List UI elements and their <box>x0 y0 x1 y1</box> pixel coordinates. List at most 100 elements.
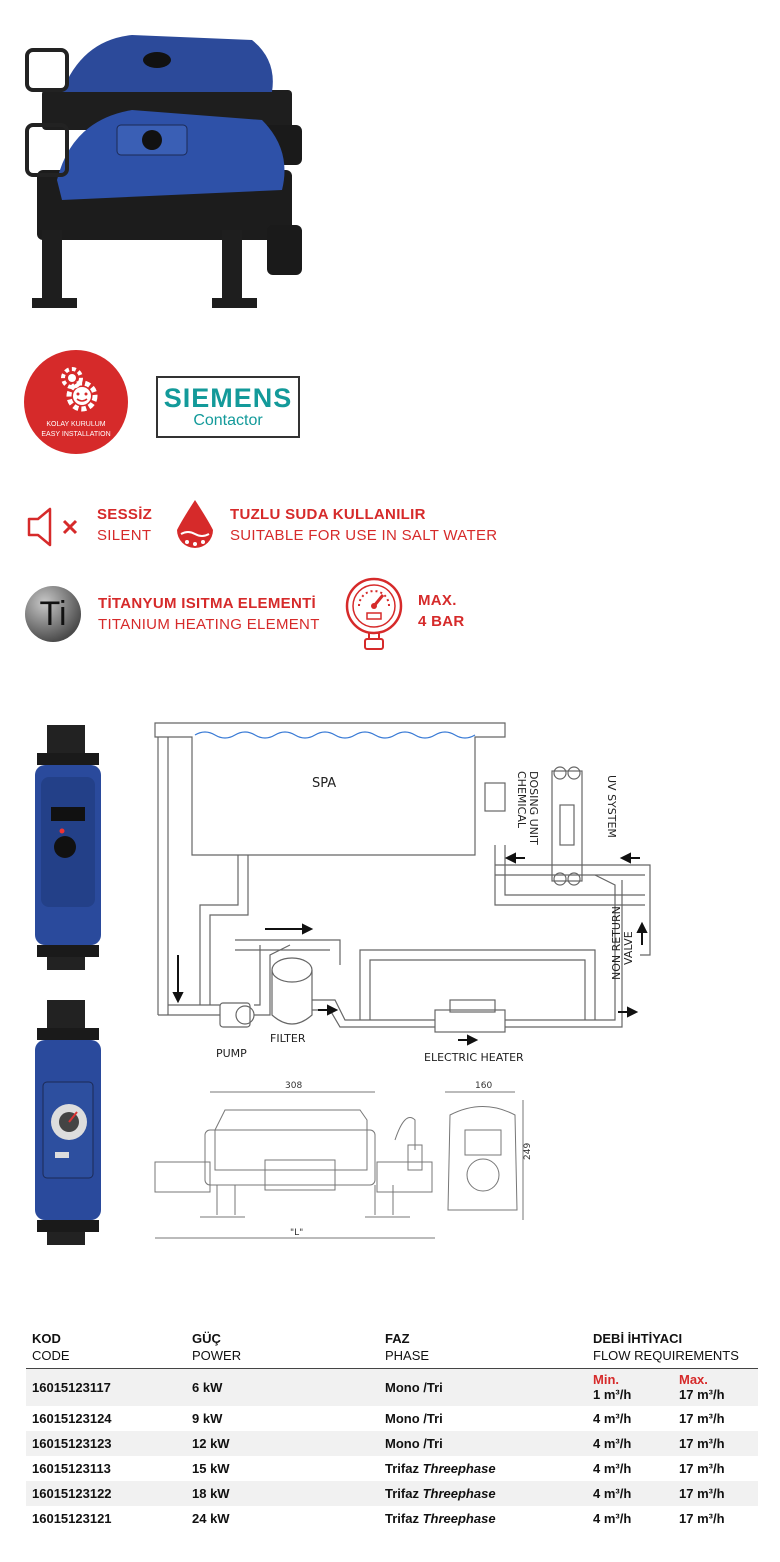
spec-table: KOD CODE GÜÇ POWER FAZ PHASE DEBİ İHTİYACI F… <box>26 1328 758 1531</box>
col-header-phase-tr: FAZ <box>385 1331 410 1346</box>
titanium-icon: Ti <box>25 586 81 642</box>
cell-phase-tr: Mono /Tri <box>385 1436 443 1451</box>
feature-salt-water: TUZLU SUDA KULLANILIR SUITABLE FOR USE I… <box>230 504 497 546</box>
cell-phase-en: Threephase <box>422 1461 496 1476</box>
cell-flow-max: 17 m³/h <box>673 1406 758 1431</box>
badge-line-2: EASY INSTALLATION <box>41 431 111 438</box>
cell-phase-tr: Mono /Tri <box>385 1380 443 1395</box>
col-header-power-tr: GÜÇ <box>192 1331 221 1346</box>
feature-salt-sub: SUITABLE FOR USE IN SALT WATER <box>230 527 498 544</box>
nonreturn-label-1: NON RETURN <box>610 906 623 980</box>
cell-phase-tr: Mono /Tri <box>385 1411 443 1426</box>
col-header-phase: FAZ PHASE <box>379 1328 587 1369</box>
cell-flow-max: 17 m³/h <box>673 1481 758 1506</box>
flow-max-value: 17 m³/h <box>679 1460 725 1476</box>
dim-height: 249 <box>523 1143 533 1160</box>
dim-width: 308 <box>285 1081 302 1091</box>
salt-water-drop-icon <box>177 500 213 548</box>
flow-max-value: 17 m³/h <box>679 1485 725 1501</box>
cell-phase: Mono /Tri <box>379 1406 587 1431</box>
cell-flow-min: Min.1 m³/h <box>587 1368 673 1406</box>
feature-silent-sub: SILENT <box>97 527 152 544</box>
col-header-power-en: POWER <box>192 1348 242 1363</box>
col-header-code-tr: KOD <box>32 1331 61 1346</box>
flow-min-value: 1 m³/h <box>593 1387 632 1402</box>
chemical-label-2: DOSING UNIT <box>527 771 540 845</box>
cell-code: 16015123123 <box>26 1431 186 1456</box>
cell-flow-min: 4 m³/h <box>587 1456 673 1481</box>
col-header-power: GÜÇ POWER <box>186 1328 379 1369</box>
cell-phase: Mono /Tri <box>379 1368 587 1406</box>
cell-phase-tr: Trifaz <box>385 1461 419 1476</box>
cell-code: 16015123113 <box>32 1461 111 1476</box>
cell-power: 24 kW <box>192 1511 230 1526</box>
cell-phase: Trifaz Threephase <box>379 1506 587 1531</box>
flow-max-value: 17 m³/h <box>679 1435 725 1451</box>
cell-flow-max: Max.17 m³/h <box>673 1368 758 1406</box>
siemens-brand: SIEMENS <box>163 383 293 413</box>
cell-flow-max: 17 m³/h <box>673 1431 758 1456</box>
heater-photo-analog <box>35 1000 101 1245</box>
table-row: 16015123124 9 kW Mono /Tri 4 m³/h 17 m³/h <box>26 1406 758 1431</box>
cell-phase: Trifaz Threephase <box>379 1456 587 1481</box>
siemens-contactor-logo: SIEMENS Contactor <box>156 376 300 438</box>
cell-flow-min: 4 m³/h <box>587 1506 673 1531</box>
feature-titanium-sub: TITANIUM HEATING ELEMENT <box>98 616 320 633</box>
filter-label: FILTER <box>270 1032 306 1045</box>
cell-flow-max: 17 m³/h <box>673 1506 758 1531</box>
cell-power: 6 kW <box>186 1368 379 1406</box>
cell-phase: Trifaz Threephase <box>379 1481 587 1506</box>
heater-label: ELECTRIC HEATER <box>424 1051 524 1064</box>
product-photo <box>25 35 302 308</box>
flow-max-value: 17 m³/h <box>679 1410 725 1426</box>
flow-min-value: 4 m³/h <box>593 1460 632 1476</box>
dim-depth: 160 <box>475 1081 492 1091</box>
dim-length: "L" <box>290 1228 303 1238</box>
col-header-code-en: CODE <box>32 1348 70 1363</box>
cell-phase-en: Threephase <box>422 1511 496 1526</box>
cell-code: 16015123124 <box>32 1411 112 1426</box>
cell-code: 16015123122 <box>26 1481 186 1506</box>
flow-min-value: 4 m³/h <box>593 1510 632 1526</box>
cell-power: 12 kW <box>186 1431 379 1456</box>
col-header-code: KOD CODE <box>26 1328 186 1369</box>
col-header-flow-tr: DEBİ İHTİYACI <box>593 1331 683 1346</box>
feature-pressure: MAX. 4 BAR <box>418 590 465 632</box>
feature-silent-title: SESSİZ <box>97 506 153 523</box>
cell-phase-en: Threephase <box>422 1486 496 1501</box>
feature-titanium-title: TİTANYUM ISITMA ELEMENTİ <box>98 595 317 612</box>
col-header-phase-en: PHASE <box>385 1348 430 1363</box>
cell-power: 9 kW <box>192 1411 223 1426</box>
speaker-mute-icon <box>27 507 78 547</box>
gears-icon <box>61 367 98 412</box>
cell-code: 16015123117 <box>26 1368 186 1406</box>
badge-line-1: KOLAY KURULUM <box>46 421 106 428</box>
feature-salt-title: TUZLU SUDA KULLANILIR <box>230 506 426 523</box>
feature-pressure-title: MAX. <box>418 592 457 609</box>
cell-phase-tr: Trifaz <box>385 1486 419 1501</box>
cell-phase-tr: Trifaz <box>385 1511 419 1526</box>
pump-label: PUMP <box>216 1047 247 1060</box>
flow-min-value: 4 m³/h <box>593 1435 632 1451</box>
cell-phase: Mono /Tri <box>379 1431 587 1456</box>
chemical-label-1: CHEMICAL <box>515 771 528 829</box>
uv-label: UV SYSTEM <box>605 775 618 838</box>
cell-flow-min: 4 m³/h <box>587 1431 673 1456</box>
cell-flow-min: 4 m³/h <box>587 1406 673 1431</box>
flow-max-value: 17 m³/h <box>679 1510 725 1526</box>
flow-min-value: 4 m³/h <box>593 1410 632 1426</box>
feature-titanium: TİTANYUM ISITMA ELEMENTİ TITANIUM HEATIN… <box>98 593 320 635</box>
heater-photo-digital <box>35 725 101 970</box>
spa-label: SPA <box>312 776 336 791</box>
cell-code: 16015123121 <box>32 1511 112 1526</box>
cell-flow-min: 4 m³/h <box>587 1481 673 1506</box>
table-header-row: KOD CODE GÜÇ POWER FAZ PHASE DEBİ İHTİYACI F… <box>26 1328 758 1369</box>
flow-min-label: Min. <box>593 1372 619 1387</box>
col-header-flow-en: FLOW REQUIREMENTS <box>593 1348 739 1363</box>
dimension-drawing: 308 160 249 "L" <box>154 1081 533 1239</box>
cell-power: 18 kW <box>186 1481 379 1506</box>
